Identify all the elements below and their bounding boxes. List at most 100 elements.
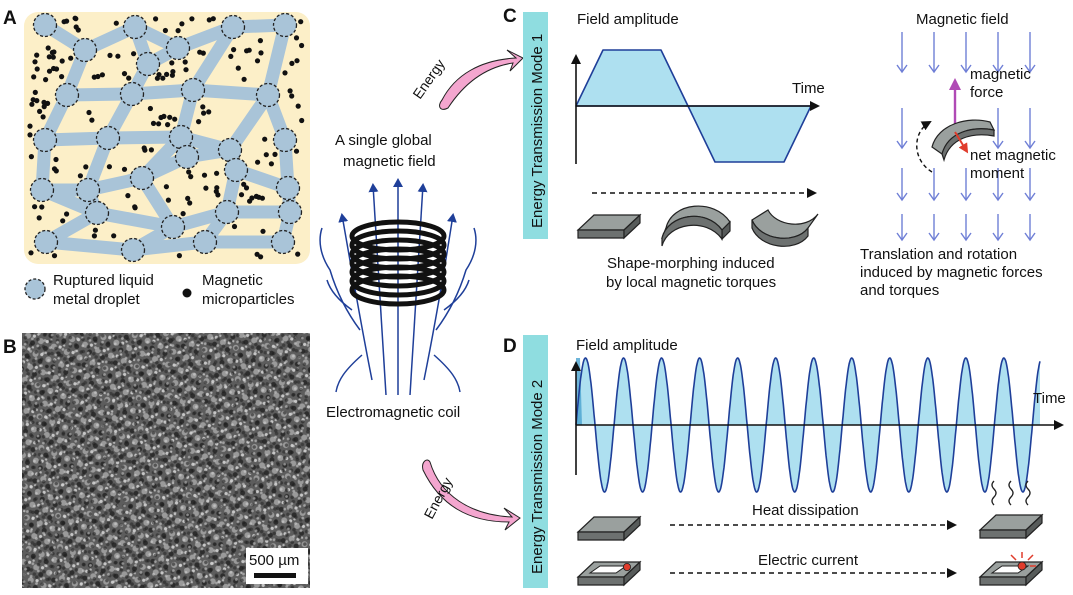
microparticle	[147, 105, 153, 112]
microparticle	[162, 27, 168, 34]
field-arrow-head	[928, 232, 940, 242]
microparticle	[77, 173, 83, 179]
c-amplitude-plot	[571, 49, 820, 164]
microparticle	[289, 60, 295, 66]
microparticle	[148, 147, 154, 153]
ruptured-droplet	[122, 14, 148, 40]
ruptured-droplet	[174, 144, 200, 170]
c-y-label: Field amplitude	[577, 11, 679, 28]
microparticle	[255, 159, 261, 165]
ruptured-droplet	[220, 14, 246, 40]
field-arrow-head	[928, 192, 940, 202]
ruptured-droplet	[275, 175, 301, 201]
ruptured-droplet	[135, 51, 161, 77]
force-label-line1: magnetic	[970, 66, 1031, 83]
loop-plate-right	[978, 552, 1044, 587]
microparticle	[60, 218, 66, 224]
field-label: Magnetic field	[916, 11, 1009, 28]
ruptured-droplet	[192, 229, 218, 255]
microparticle	[260, 228, 266, 234]
microparticle	[201, 172, 208, 178]
microparticle	[167, 114, 173, 120]
microparticle	[213, 188, 219, 194]
microparticle	[59, 74, 65, 80]
ruptured-droplet	[120, 237, 146, 263]
microparticle	[295, 251, 301, 257]
coil-turn	[349, 264, 447, 298]
field-caption-line1: A single global	[335, 132, 432, 149]
morph-caption-line2: by local magnetic torques	[606, 274, 776, 291]
heat-wave-icon	[1025, 480, 1031, 506]
translation-caption-line1: Translation and rotation	[860, 246, 1017, 263]
liquid-metal-channel	[39, 235, 140, 257]
liquid-metal-channel	[101, 130, 188, 145]
moment-label-line2: moment	[970, 165, 1025, 182]
liquid-metal-channel	[90, 206, 180, 234]
microparticle	[89, 117, 95, 123]
microparticle	[83, 164, 89, 170]
microparticle	[254, 58, 261, 64]
loop-plate-left	[576, 560, 642, 587]
panel-c-label: C	[503, 6, 517, 27]
microparticle	[111, 233, 117, 239]
microparticle	[188, 174, 194, 180]
microparticle	[28, 250, 34, 256]
microparticle	[156, 121, 162, 127]
field-arrow-head	[992, 64, 1004, 74]
field-arrow-head	[1024, 232, 1036, 242]
microparticle	[34, 52, 40, 58]
ruptured-droplet	[277, 199, 303, 225]
microparticle	[53, 156, 59, 163]
microparticle	[200, 104, 206, 110]
microparticle	[256, 194, 262, 200]
microparticle	[64, 211, 70, 217]
energy-arrow-top: Energy	[409, 49, 524, 110]
sine-wave	[575, 357, 1041, 493]
microparticle	[160, 75, 166, 81]
microparticle	[115, 53, 121, 59]
microparticle	[247, 198, 253, 204]
microparticle	[235, 65, 241, 71]
energy-arrow-bottom: Energy	[421, 459, 521, 531]
microparticle	[238, 192, 245, 198]
spark-icon	[1010, 552, 1036, 567]
mode2-label: Energy Transmission Mode 2	[529, 380, 546, 574]
field-arrow-head	[896, 192, 908, 202]
microparticle	[46, 68, 53, 74]
microparticle	[180, 211, 186, 217]
force-label-line2: force	[970, 84, 1003, 101]
ruptured-droplet	[272, 12, 298, 38]
ruptured-droplet	[95, 125, 121, 151]
microparticle	[31, 204, 38, 210]
microparticle	[165, 197, 171, 203]
panel-d-label: D	[503, 336, 517, 357]
field-arrow-head	[992, 192, 1004, 202]
microparticle	[164, 71, 170, 77]
coil-turn	[349, 273, 447, 307]
microparticle	[154, 75, 160, 81]
rotation-arrow	[916, 121, 933, 173]
ruptured-droplet	[223, 157, 249, 183]
microparticle	[61, 19, 67, 25]
current-label: Electric current	[758, 552, 859, 569]
microparticle	[41, 104, 47, 110]
microparticle	[51, 166, 58, 172]
scale-bar-label: 500 µm	[249, 552, 299, 569]
mode1-bar	[523, 12, 548, 239]
legend-droplet-line2: metal droplet	[53, 291, 141, 308]
ruptured-droplet	[119, 81, 145, 107]
microparticle	[185, 195, 191, 201]
microparticle	[203, 185, 209, 191]
microparticle	[49, 49, 56, 56]
panel-a-label: A	[3, 8, 17, 29]
microparticle	[206, 109, 212, 115]
ruptured-droplet	[160, 214, 186, 240]
droplet-legend-icon	[24, 278, 46, 300]
twisted-plate	[751, 209, 819, 247]
microparticle	[170, 69, 176, 75]
microparticle	[39, 204, 45, 210]
microparticle	[241, 76, 247, 82]
c-x-label: Time	[792, 80, 825, 97]
microparticle	[254, 251, 260, 257]
